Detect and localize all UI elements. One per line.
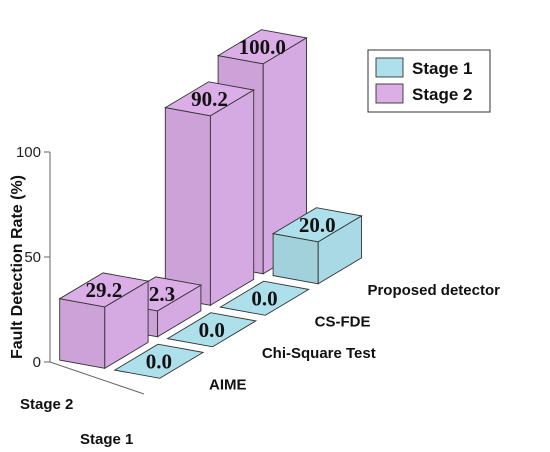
bar-top-face: [164, 81, 255, 117]
z-axis-title: Fault Detection Rate (%): [9, 175, 26, 359]
bar-top-face: [219, 280, 310, 316]
bar-top-face: [113, 343, 205, 379]
bar-stage-2-aime: 29.2: [58, 272, 150, 370]
legend-swatch-stage-2: [375, 83, 404, 104]
category-label-proposed-detector: Proposed detector: [367, 282, 500, 299]
category-label-aime: AIME: [209, 377, 247, 394]
bar-stage-1-chi-square-test: 0.0: [166, 312, 258, 348]
z-axis-ticks: 0 50 100: [16, 144, 50, 371]
legend-label-stage-2: Stage 2: [412, 85, 472, 104]
bar-top-face: [216, 29, 308, 65]
bar-left-face: [59, 298, 106, 369]
z-tick-label-100: 100: [16, 144, 41, 161]
z-tick-label-50: 50: [24, 249, 41, 266]
bar-left-face: [272, 233, 319, 285]
category-label-chi-square-test: Chi-Square Test: [262, 345, 376, 362]
bar-top-face: [58, 272, 150, 308]
bar-top-face: [271, 207, 363, 243]
bar-value-label: 0.0: [146, 349, 172, 373]
category-axis-labels: AIME Chi-Square Test CS-FDE Proposed detect…: [209, 282, 500, 394]
bar-left-face: [164, 107, 211, 306]
bar-stage-2-cs-fde: 90.2: [164, 81, 255, 307]
category-label-cs-fde: CS-FDE: [315, 314, 371, 331]
bar-value-label: 29.2: [86, 278, 123, 302]
bars-layer: 100.090.212.329.220.00.00.00.0: [58, 29, 363, 379]
bar-value-label: 100.0: [239, 35, 286, 59]
legend-label-stage-1: Stage 1: [412, 59, 472, 78]
bar-stage-1-cs-fde: 0.0: [219, 280, 310, 316]
row-label-stage-2: Stage 2: [20, 396, 73, 413]
z-tick-label-0: 0: [33, 354, 41, 371]
bar-front-face: [209, 89, 255, 307]
legend: Stage 1 Stage 2: [367, 49, 491, 113]
bar-stage-1-proposed-detector: 20.0: [271, 207, 363, 285]
bar-stage-1-aime: 0.0: [113, 343, 205, 379]
legend-swatch-stage-1: [375, 57, 404, 78]
bar-value-label: 20.0: [299, 213, 336, 237]
bar-value-label: 0.0: [199, 318, 225, 342]
row-axis-labels: Stage 1 Stage 2: [20, 396, 133, 448]
bar-top-face: [166, 312, 258, 348]
row-label-stage-1: Stage 1: [80, 431, 133, 448]
row-axis-line: [49, 361, 145, 395]
bar-value-label: 90.2: [191, 87, 228, 111]
bar-value-label: 0.0: [251, 286, 277, 310]
